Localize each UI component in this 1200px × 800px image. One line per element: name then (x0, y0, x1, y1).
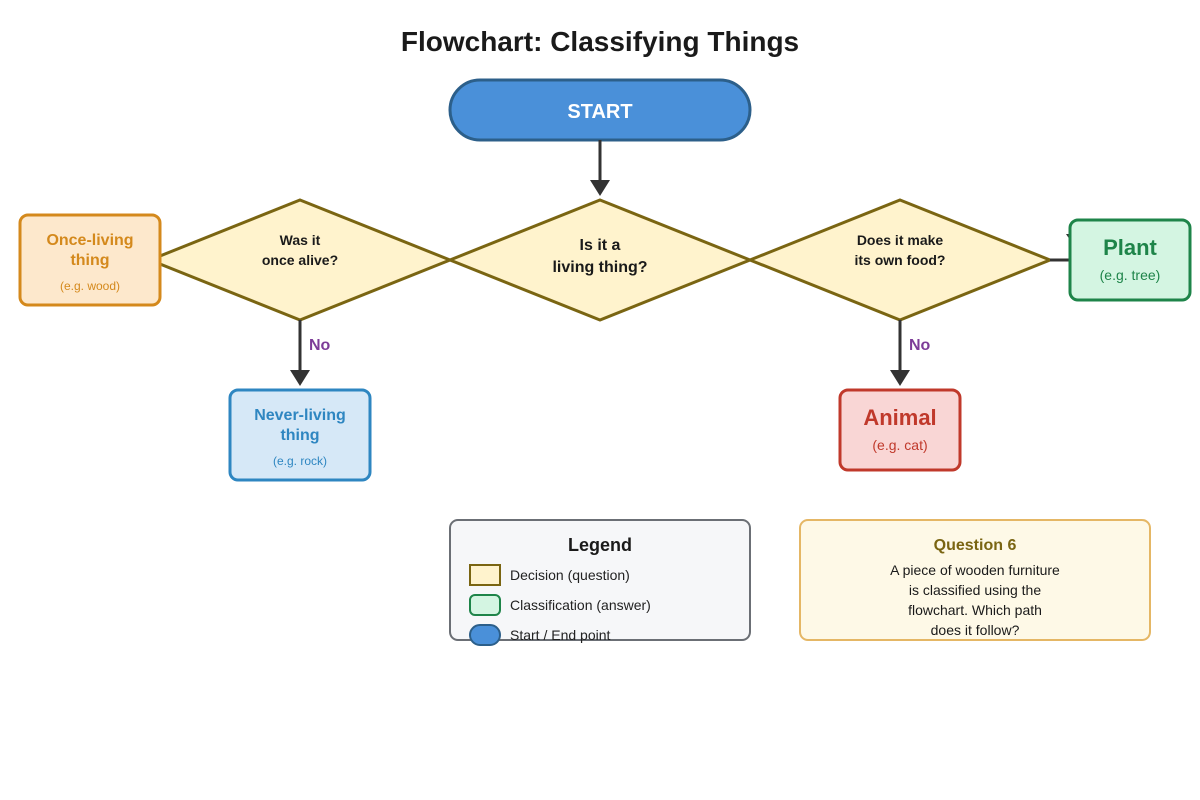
legend-swatch-classification (469, 594, 501, 616)
outcome-example: (e.g. rock) (273, 454, 327, 468)
legend-item-label: Classification (answer) (510, 597, 651, 613)
outcome-example: (e.g. wood) (60, 279, 120, 293)
legend-swatch-decision (469, 564, 501, 586)
decision-text-line2: once alive? (262, 252, 338, 268)
edge-label-no: No (309, 337, 331, 354)
outcome-example: (e.g. tree) (1100, 267, 1161, 283)
question-text-line: A piece of wooden furniture (890, 562, 1060, 578)
outcome-title-line2: thing (280, 427, 319, 444)
outcome-title: Plant (1103, 235, 1157, 260)
outcome-plant: Plant (e.g. tree) (1068, 218, 1192, 302)
question-text-line: does it follow? (931, 622, 1020, 638)
legend-box (449, 519, 751, 641)
edge-own-food-no: No (890, 320, 931, 386)
outcome-box (838, 388, 962, 472)
page-title: Flowchart: Classifying Things (401, 26, 799, 57)
arrowhead (290, 370, 310, 386)
start-node: START (448, 78, 752, 142)
start-label: START (567, 101, 632, 123)
decision-text-line2: its own food? (855, 252, 946, 268)
outcome-box (228, 388, 372, 482)
outcome-once-living: Once-living thing (e.g. wood) (18, 213, 162, 307)
legend-item-label: Start / End point (510, 627, 611, 643)
outcome-title: Animal (863, 405, 936, 430)
edge-start-to-living (590, 140, 610, 196)
decision-once-alive: Was it once alive? (145, 198, 455, 322)
decision-living: Is it a living thing? (445, 198, 755, 322)
legend-item-label: Decision (question) (510, 567, 630, 583)
edge-once-alive-no: No (290, 320, 331, 386)
outcome-title-line1: Never-living (254, 407, 346, 424)
arrowhead (890, 370, 910, 386)
question-text-line: flowchart. Which path (908, 602, 1042, 618)
outcome-animal: Animal (e.g. cat) (838, 388, 962, 472)
question-box: Question 6 A piece of wooden furniture i… (799, 519, 1151, 641)
edge-label-no: No (909, 337, 931, 354)
decision-text-line1: Is it a (580, 237, 621, 254)
outcome-example: (e.g. cat) (872, 437, 927, 453)
legend-title: Legend (568, 535, 632, 555)
question-panel (799, 519, 1151, 641)
outcome-never-living: Never-living thing (e.g. rock) (228, 388, 372, 482)
outcome-title-line1: Once-living (46, 232, 133, 249)
decision-diamond (445, 198, 755, 322)
outcome-box (18, 213, 162, 307)
question-text-line: is classified using the (909, 582, 1042, 598)
outcome-box (1068, 218, 1192, 302)
arrowhead (590, 180, 610, 196)
decision-text-line1: Was it (280, 232, 321, 248)
legend: Legend Decision (question) Classificatio… (449, 519, 751, 646)
decision-text-line2: living thing? (552, 259, 647, 276)
question-title: Question 6 (934, 537, 1017, 554)
legend-swatch-start-end (469, 624, 501, 646)
outcome-title-line2: thing (70, 252, 109, 269)
decision-text-line1: Does it make (857, 232, 944, 248)
decision-own-food: Does it make its own food? (745, 198, 1055, 322)
